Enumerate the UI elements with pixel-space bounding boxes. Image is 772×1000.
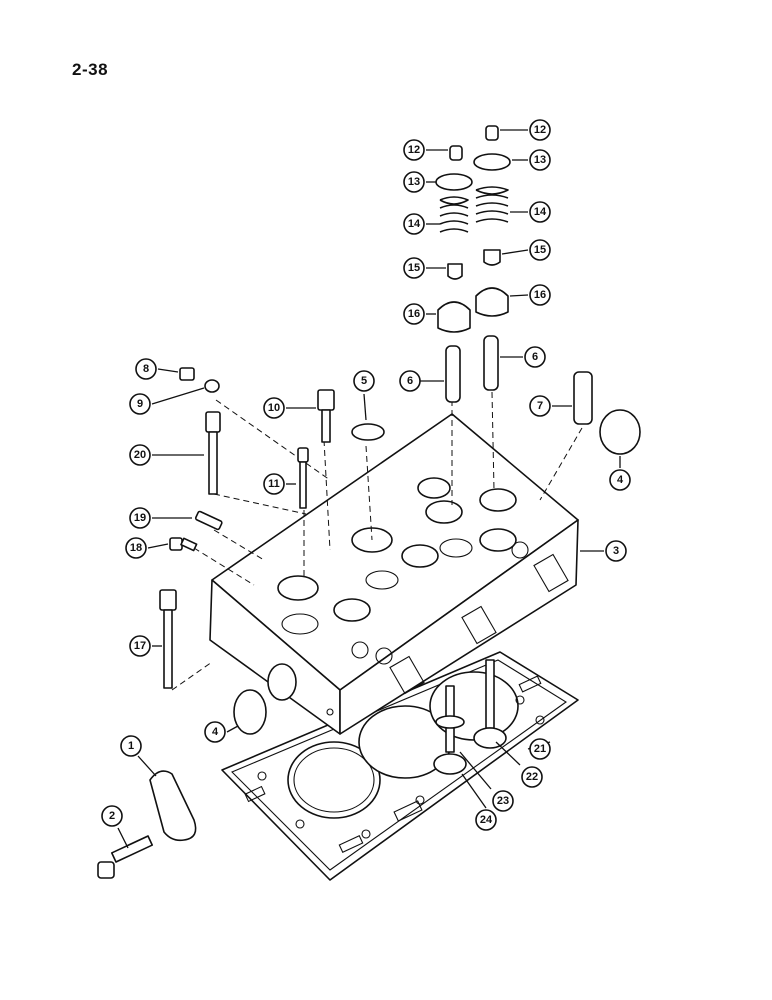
svg-text:13: 13 xyxy=(408,176,420,188)
svg-text:3: 3 xyxy=(613,545,619,557)
svg-text:6: 6 xyxy=(407,375,413,387)
expansion-plug-left xyxy=(233,689,267,735)
valve-train-right xyxy=(473,125,511,391)
svg-text:15: 15 xyxy=(408,262,420,274)
svg-text:21: 21 xyxy=(534,743,546,755)
svg-text:19: 19 xyxy=(134,512,146,524)
svg-text:4: 4 xyxy=(212,726,219,738)
svg-text:10: 10 xyxy=(268,402,280,414)
callout-11: 11 xyxy=(263,473,285,495)
svg-text:6: 6 xyxy=(532,351,538,363)
bolt-20 xyxy=(205,411,221,495)
valve-train-left xyxy=(435,145,473,403)
svg-text:9: 9 xyxy=(137,398,143,410)
cylinder-head xyxy=(209,413,579,735)
valve-intake xyxy=(473,659,507,749)
callout-8: 8 xyxy=(135,358,157,380)
callout-15-left: 15 xyxy=(403,257,425,279)
svg-text:12: 12 xyxy=(408,144,420,156)
svg-text:13: 13 xyxy=(534,154,546,166)
callout-7: 7 xyxy=(529,395,551,417)
cup-plug xyxy=(351,423,385,441)
svg-text:22: 22 xyxy=(526,771,538,783)
svg-text:24: 24 xyxy=(480,814,493,826)
washer-9 xyxy=(204,379,220,393)
callout-21: 21 xyxy=(529,738,551,760)
callout-18: 18 xyxy=(125,537,147,559)
bolt-18 xyxy=(169,537,198,552)
svg-text:4: 4 xyxy=(617,474,624,486)
callout-16-left: 16 xyxy=(403,303,425,325)
svg-text:11: 11 xyxy=(268,478,280,490)
expansion-plug-right xyxy=(599,409,641,455)
callout-14-right: 14 xyxy=(529,201,551,223)
svg-text:16: 16 xyxy=(534,289,546,301)
callout-13-left: 13 xyxy=(403,171,425,193)
callout-4-left: 4 xyxy=(204,721,226,743)
svg-text:20: 20 xyxy=(134,449,146,461)
svg-text:23: 23 xyxy=(497,795,509,807)
svg-text:7: 7 xyxy=(537,400,543,412)
leader-lines xyxy=(117,129,621,849)
callout-10: 10 xyxy=(263,397,285,419)
callout-16-right: 16 xyxy=(529,284,551,306)
callout-4-right: 4 xyxy=(609,469,631,491)
svg-text:1: 1 xyxy=(128,740,134,752)
callout-24: 24 xyxy=(475,809,497,831)
stud-11 xyxy=(297,447,309,509)
callout-22: 22 xyxy=(521,766,543,788)
svg-text:16: 16 xyxy=(408,308,420,320)
callout-5: 5 xyxy=(353,370,375,392)
bolt-10 xyxy=(317,389,335,443)
page-number: 2-38 xyxy=(72,60,109,79)
valve-exhaust xyxy=(433,685,467,775)
callout-20: 20 xyxy=(129,444,151,466)
callout-14-left: 14 xyxy=(403,213,425,235)
svg-text:14: 14 xyxy=(408,218,421,230)
svg-text:15: 15 xyxy=(534,244,546,256)
callout-2: 2 xyxy=(101,805,123,827)
svg-text:14: 14 xyxy=(534,206,547,218)
callout-3: 3 xyxy=(605,540,627,562)
svg-text:8: 8 xyxy=(143,363,149,375)
cover-plate xyxy=(149,770,197,842)
callout-13-right: 13 xyxy=(529,149,551,171)
callout-12-left: 12 xyxy=(403,139,425,161)
callout-6-left: 6 xyxy=(399,370,421,392)
callout-15-right: 15 xyxy=(529,239,551,261)
svg-text:2: 2 xyxy=(109,810,115,822)
plug-8 xyxy=(179,367,195,381)
callout-9: 9 xyxy=(129,393,151,415)
callout-12-right: 12 xyxy=(529,119,551,141)
svg-text:5: 5 xyxy=(361,375,367,387)
svg-text:17: 17 xyxy=(134,640,146,652)
svg-text:12: 12 xyxy=(534,124,546,136)
callout-6-right: 6 xyxy=(524,346,546,368)
callout-17: 17 xyxy=(129,635,151,657)
bolt-17 xyxy=(159,589,177,689)
callout-23: 23 xyxy=(492,790,514,812)
callout-1: 1 xyxy=(120,735,142,757)
injector-sleeve xyxy=(573,371,593,425)
svg-text:18: 18 xyxy=(130,542,142,554)
bolt-2 xyxy=(97,835,154,879)
stud-19 xyxy=(194,510,223,531)
callout-19: 19 xyxy=(129,507,151,529)
